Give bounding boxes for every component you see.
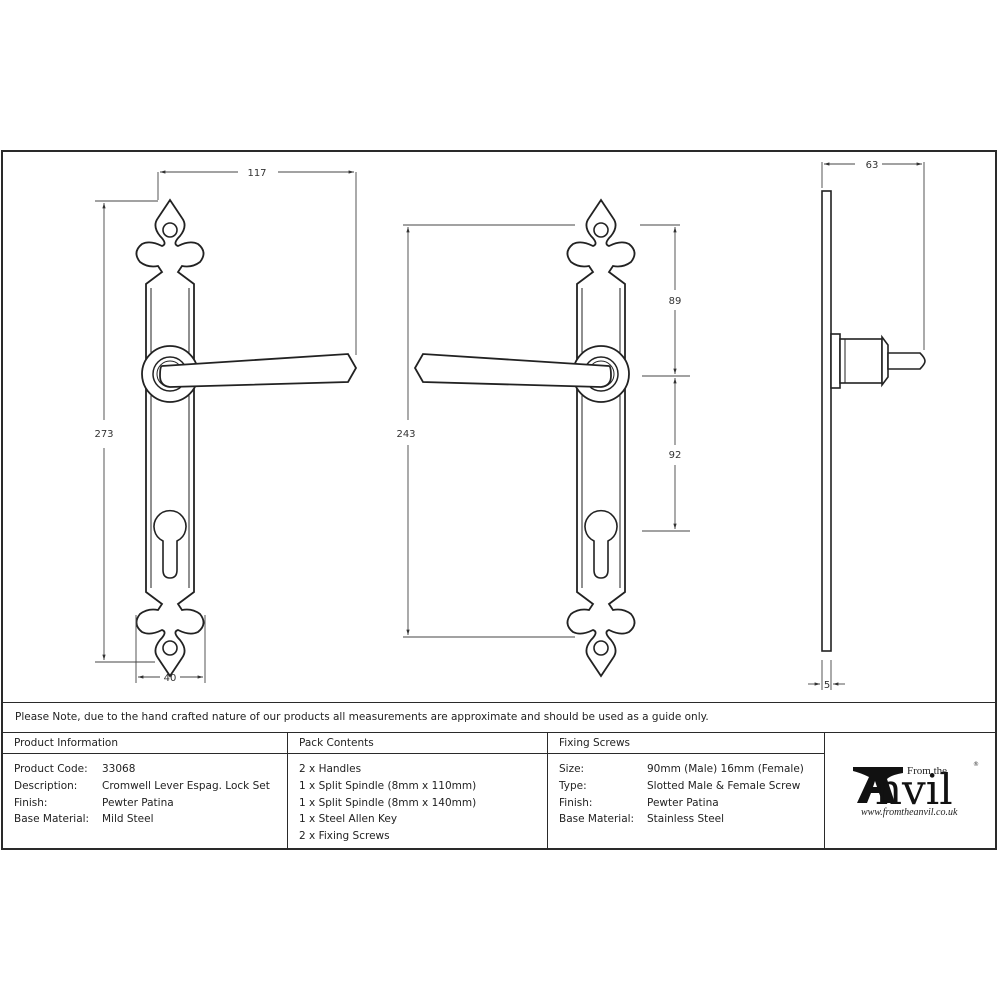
pack-contents-section: Pack Contents 2 x Handles 1 x Split Spin… — [288, 733, 548, 848]
svg-text:92: 92 — [669, 450, 682, 461]
website-url: www.fromtheanvil.co.uk — [861, 807, 958, 818]
fixing-screws-section: Fixing Screws Size:90mm (Male) 16mm (Fem… — [548, 733, 825, 848]
svg-text:273: 273 — [94, 429, 113, 440]
side-view — [821, 190, 926, 652]
from-the-anvil-logo: nvil From the ® www.fromtheanvil.co.uk — [825, 733, 997, 848]
fixing-screws-header: Fixing Screws — [548, 733, 824, 754]
info-table: Product Information Product Code:33068 D… — [3, 733, 995, 848]
svg-text:63: 63 — [866, 160, 879, 171]
anvil-icon — [853, 767, 903, 803]
back-dimensions — [403, 224, 690, 638]
svg-text:117: 117 — [247, 168, 266, 179]
disclaimer-note: Please Note, due to the hand crafted nat… — [3, 703, 995, 733]
from-the-text: From the — [907, 765, 948, 777]
pack-item: 1 x Split Spindle (8mm x 140mm) — [299, 796, 477, 809]
brand-name: nvil — [875, 765, 953, 814]
svg-text:243: 243 — [396, 429, 415, 440]
product-information-section: Product Information Product Code:33068 D… — [3, 733, 288, 848]
drawing-area: 117 273 40 — [3, 152, 995, 703]
svg-text:5: 5 — [824, 680, 830, 691]
front-view — [135, 199, 358, 677]
info-row: Base Material:Mild Steel — [14, 813, 154, 826]
side-dimensions — [808, 162, 925, 690]
screw-row: Finish:Pewter Patina — [559, 796, 719, 809]
pack-item: 1 x Split Spindle (8mm x 110mm) — [299, 779, 477, 792]
info-row: Description:Cromwell Lever Espag. Lock S… — [14, 779, 270, 792]
back-view — [413, 199, 636, 677]
info-row: Finish:Pewter Patina — [14, 796, 174, 809]
screw-row: Base Material:Stainless Steel — [559, 813, 725, 826]
pack-item: 1 x Steel Allen Key — [299, 813, 398, 826]
product-information-header: Product Information — [3, 733, 287, 754]
pack-item: 2 x Fixing Screws — [299, 830, 390, 843]
pack-item: 2 x Handles — [299, 763, 362, 775]
screw-row: Size:90mm (Male) 16mm (Female) — [559, 763, 804, 775]
svg-text:40: 40 — [164, 673, 177, 684]
info-row: Product Code:33068 — [14, 763, 136, 775]
svg-text:89: 89 — [669, 296, 682, 307]
technical-drawing-sheet: 117 273 40 — [1, 150, 997, 850]
pack-contents-header: Pack Contents — [288, 733, 547, 754]
registered-mark: ® — [973, 761, 979, 768]
screw-row: Type:Slotted Male & Female Screw — [559, 779, 801, 792]
front-dimensions — [95, 170, 357, 683]
